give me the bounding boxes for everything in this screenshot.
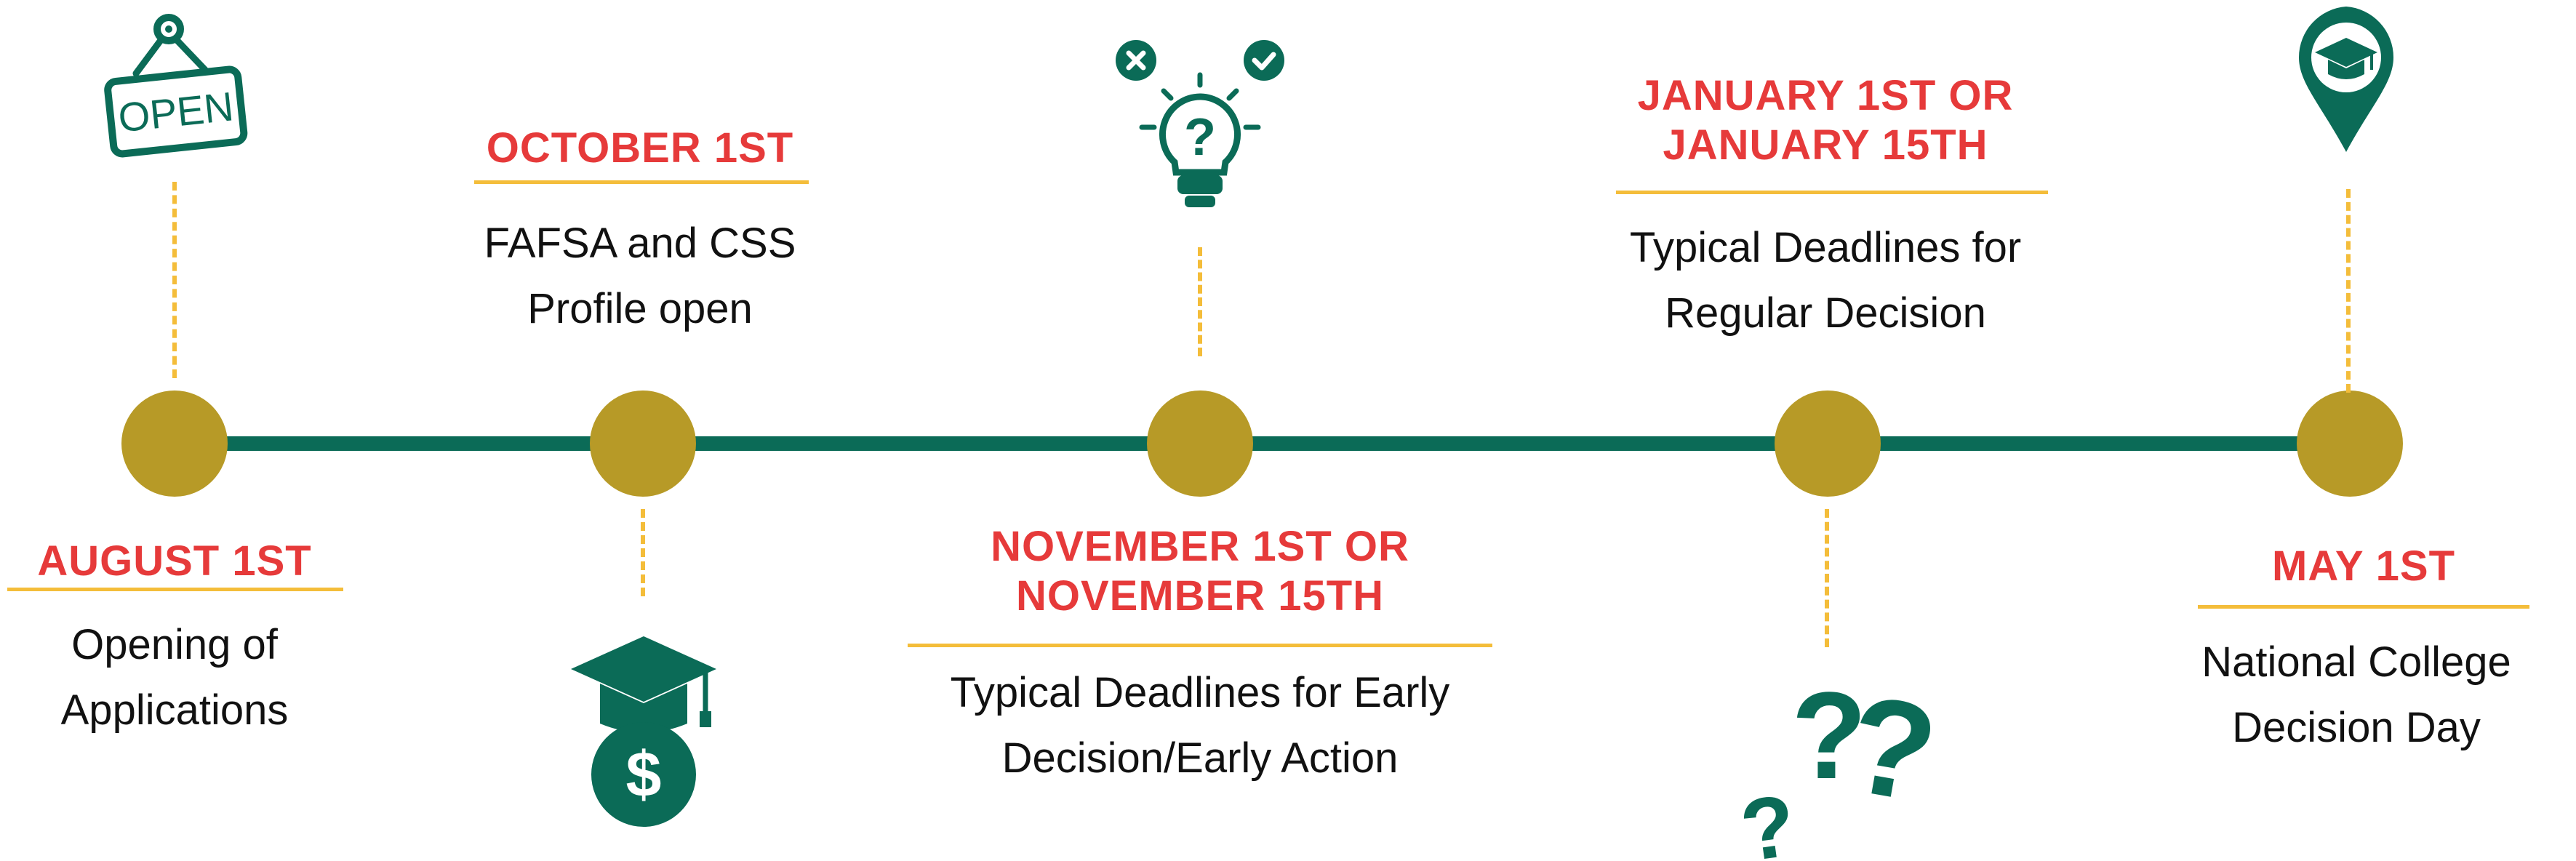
date-underline	[7, 588, 343, 591]
svg-text:$: $	[626, 738, 662, 810]
connector-november	[1198, 247, 1202, 356]
graduation-location-pin-icon	[2292, 3, 2401, 156]
milestone-date: JANUARY 1ST OR JANUARY 15TH	[1637, 72, 2014, 169]
date-underline	[1616, 191, 2048, 194]
svg-text:?: ?	[1184, 108, 1216, 167]
graduation-money-icon: $	[567, 633, 720, 829]
milestone-description: Typical Deadlines for Regular Decision	[1629, 224, 2022, 337]
milestone-date: MAY 1ST	[2272, 542, 2455, 590]
timeline-node-october	[590, 391, 696, 497]
milestone-date: NOVEMBER 1ST OR NOVEMBER 15TH	[991, 523, 1409, 620]
date-underline	[474, 180, 809, 184]
milestone-description: Opening of Applications	[60, 621, 289, 734]
date-underline	[2198, 605, 2529, 609]
timeline-line	[175, 436, 2356, 451]
milestone-date: AUGUST 1ST	[37, 537, 312, 585]
open-sign-icon: OPEN	[103, 12, 249, 164]
milestone-description: FAFSA and CSS Profile open	[484, 220, 796, 332]
timeline-node-january	[1775, 391, 1881, 497]
svg-text:?: ?	[1791, 684, 1867, 805]
connector-january	[1825, 509, 1829, 647]
connector-may	[2346, 189, 2351, 393]
question-marks-icon: ? ? ?	[1735, 684, 1931, 861]
timeline-node-august	[121, 391, 228, 497]
timeline-node-may	[2297, 391, 2403, 497]
svg-text:OPEN: OPEN	[116, 83, 236, 140]
connector-october	[641, 509, 645, 596]
milestone-description: National College Decision Day	[2201, 638, 2511, 751]
milestone-date: OCTOBER 1ST	[486, 124, 794, 172]
lightbulb-question-icon: ?	[1109, 33, 1291, 215]
connector-august	[172, 182, 177, 378]
timeline-node-november	[1147, 391, 1253, 497]
date-underline	[908, 644, 1492, 647]
milestone-description: Typical Deadlines for Early Decision/Ear…	[950, 669, 1450, 782]
